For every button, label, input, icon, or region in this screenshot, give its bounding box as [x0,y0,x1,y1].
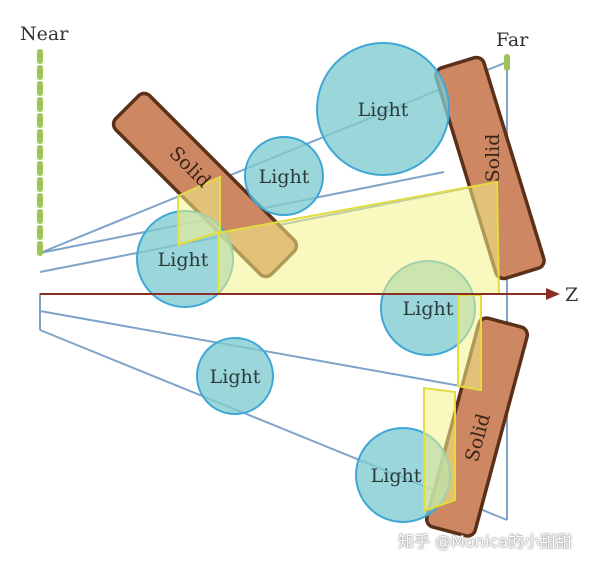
depth-slab [423,386,456,513]
depth-slab [457,294,482,392]
z-axis [40,288,560,300]
far-label: Far [496,29,529,51]
watermark: 知乎 @Monica的小甜甜 [398,532,572,551]
light-label: Light [403,298,454,320]
light-label: Light [210,366,261,388]
light-label: Light [358,99,409,121]
solid-label: Solid [482,134,504,183]
near-label: Near [20,23,69,45]
light-label: Light [259,166,310,188]
solid-bar [434,55,546,281]
light-sphere [196,337,274,415]
z-axis-label: Z [565,284,578,306]
z-axis-arrowhead [546,288,560,300]
light-label: Light [371,465,422,487]
light-sphere [316,42,450,176]
light-sphere [244,136,324,216]
light-label: Light [158,249,209,271]
